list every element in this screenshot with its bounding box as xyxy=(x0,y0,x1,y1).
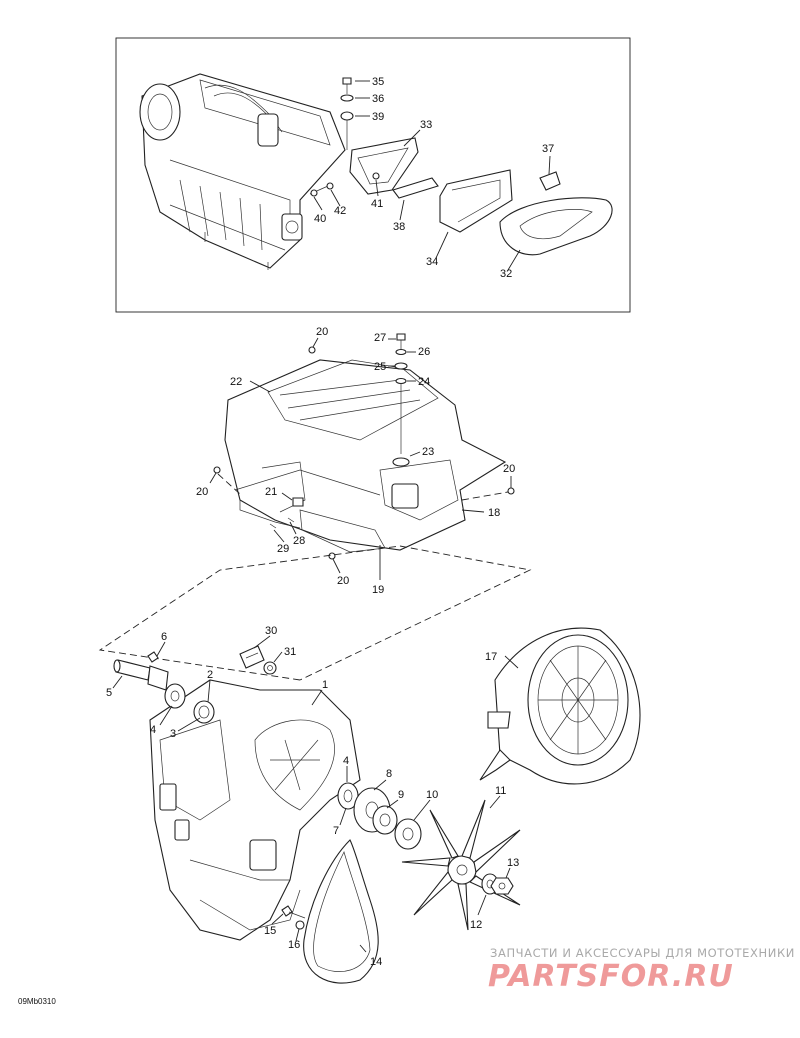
part-code: 09Mb0310 xyxy=(18,997,56,1006)
callout-3: 3 xyxy=(170,728,176,740)
fan-blade-11 xyxy=(401,795,521,931)
callout-34: 34 xyxy=(426,256,438,268)
callout-21: 21 xyxy=(265,486,277,498)
bolt-35 xyxy=(342,77,370,94)
top-section-frame xyxy=(115,37,631,313)
washer-36 xyxy=(340,94,370,102)
hardware-stack-24-27 xyxy=(388,333,421,467)
callout-38: 38 xyxy=(393,221,405,233)
housing-1 xyxy=(149,679,361,941)
filter-strip-38 xyxy=(392,177,439,199)
callout-18: 18 xyxy=(488,507,500,519)
callout-40: 40 xyxy=(314,213,326,225)
callout-16: 16 xyxy=(288,939,300,951)
callout-26: 26 xyxy=(418,346,430,358)
callout-labels: 35 36 39 33 37 40 42 41 38 34 32 20 27 2… xyxy=(106,76,554,968)
callout-7: 7 xyxy=(333,825,339,837)
callout-31: 31 xyxy=(284,646,296,658)
callout-12: 12 xyxy=(470,919,482,931)
callout-6: 6 xyxy=(161,631,167,643)
callout-20a: 20 xyxy=(316,326,328,338)
fan-shroud-17 xyxy=(479,627,641,785)
callout-13: 13 xyxy=(507,857,519,869)
screw-42 xyxy=(326,182,341,207)
nut-12-13 xyxy=(477,867,514,916)
screw-40 xyxy=(309,185,329,211)
callout-30: 30 xyxy=(265,625,277,637)
watermark-logo: PARTSFOR.RU xyxy=(488,959,734,994)
shaft-assembly-2-6 xyxy=(112,641,215,732)
alignment-dash-lines xyxy=(98,545,532,681)
callout-10: 10 xyxy=(426,789,438,801)
callout-20b: 20 xyxy=(196,486,208,498)
callout-2: 2 xyxy=(207,669,213,681)
sensor-30-31 xyxy=(239,635,283,675)
callout-24: 24 xyxy=(418,376,430,388)
callout-37: 37 xyxy=(542,143,554,155)
callout-22: 22 xyxy=(230,376,242,388)
callout-41: 41 xyxy=(371,198,383,210)
callout-20d: 20 xyxy=(337,575,349,587)
callout-42: 42 xyxy=(334,205,346,217)
callout-8: 8 xyxy=(386,768,392,780)
callout-27: 27 xyxy=(374,332,386,344)
callout-1: 1 xyxy=(322,679,328,691)
callout-32: 32 xyxy=(500,268,512,280)
callout-9: 9 xyxy=(398,789,404,801)
intake-cover-32 xyxy=(499,197,613,256)
watermark-tagline: ЗАПЧАСТИ И АКСЕССУАРЫ ДЛЯ МОТОТЕХНИКИ xyxy=(490,946,795,960)
bolts-15-16 xyxy=(271,905,306,942)
callout-5: 5 xyxy=(106,687,112,699)
callout-17: 17 xyxy=(485,651,497,663)
callout-35: 35 xyxy=(372,76,384,88)
callout-25: 25 xyxy=(374,361,386,373)
pointer-18 xyxy=(461,509,485,513)
callout-11: 11 xyxy=(495,785,506,797)
nut-41 xyxy=(372,172,380,197)
silencer-box-34 xyxy=(439,169,513,233)
clip-37 xyxy=(539,171,561,191)
callout-29: 29 xyxy=(277,543,289,555)
callout-14: 14 xyxy=(370,956,382,968)
drive-belt-14 xyxy=(303,839,379,984)
callout-15: 15 xyxy=(264,925,276,937)
callout-20c: 20 xyxy=(503,463,515,475)
grommet-39 xyxy=(340,111,370,150)
watermark: ЗАПЧАСТИ И АКСЕССУАРЫ ДЛЯ МОТОТЕХНИКИ PA… xyxy=(488,946,795,994)
callout-23: 23 xyxy=(422,446,434,458)
callout-4a: 4 xyxy=(150,724,156,736)
pulley-stack-4-10 xyxy=(337,766,431,850)
callout-33: 33 xyxy=(420,119,432,131)
callout-28: 28 xyxy=(293,535,305,547)
fasteners-20 xyxy=(209,337,515,574)
intake-bracket-33 xyxy=(349,137,419,195)
engine-cover-22 xyxy=(224,359,507,553)
callout-39: 39 xyxy=(372,111,384,123)
callout-19: 19 xyxy=(372,584,384,596)
small-parts-21-28-29 xyxy=(269,492,304,543)
callout-4b: 4 xyxy=(343,755,349,767)
engine-block xyxy=(139,73,346,270)
callout-36: 36 xyxy=(372,93,384,105)
